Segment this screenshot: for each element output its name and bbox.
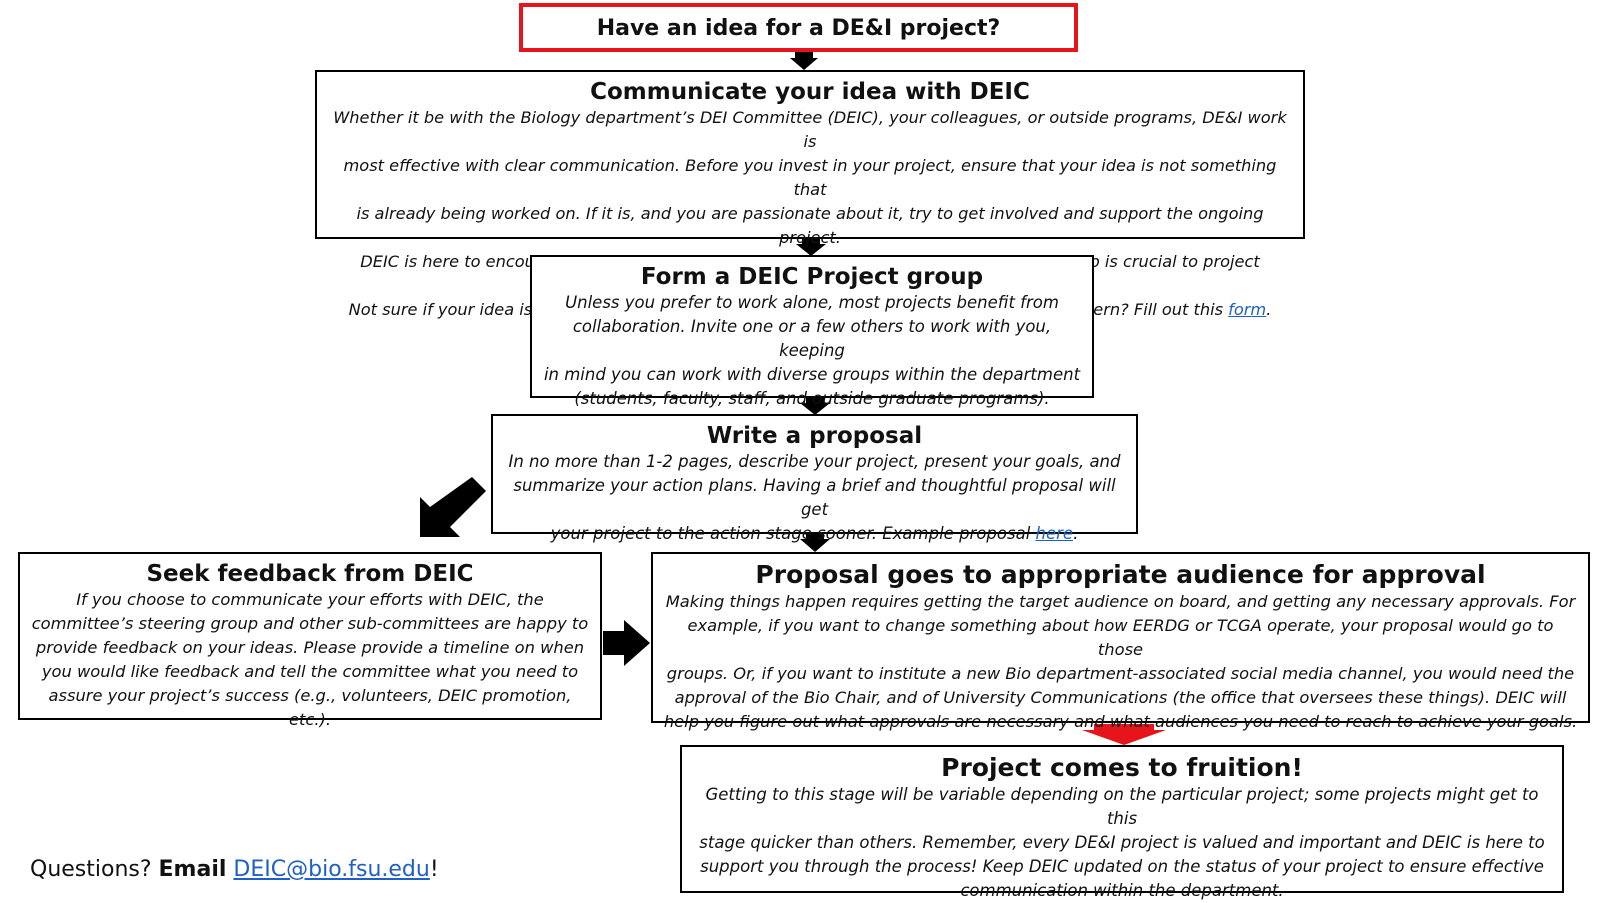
- arrow-proposal-to-feedback: [420, 477, 486, 537]
- text-line: is already being worked on. If it is, an…: [356, 204, 1264, 247]
- text-line: most effective with clear communication.…: [343, 156, 1277, 199]
- text-line: in mind you can work with diverse groups…: [543, 365, 1081, 384]
- text-line: collaboration. Invite one or a few other…: [572, 317, 1052, 360]
- text-line: help you figure out what approvals are n…: [663, 712, 1578, 731]
- step-fruition: Project comes to fruition! Getting to th…: [680, 745, 1564, 900]
- questions-footer: Questions? Email DEIC@bio.fsu.edu!: [30, 857, 439, 882]
- step-seek-feedback: Seek feedback from DEIC If you choose to…: [18, 552, 602, 729]
- footer-bold: Email: [158, 857, 227, 882]
- text-line: groups. Or, if you want to institute a n…: [666, 664, 1575, 683]
- text-line: (students, faculty, staff, and outside g…: [574, 389, 1050, 408]
- step-form-group-text: Unless you prefer to work alone, most pr…: [532, 291, 1092, 411]
- form-link[interactable]: form: [1228, 300, 1267, 319]
- step-have-idea: Have an idea for a DE&I project?: [519, 3, 1078, 52]
- text-line: you would like feedback and tell the com…: [41, 662, 579, 681]
- text-line: example, if you want to change something…: [687, 616, 1554, 659]
- step-approval: Proposal goes to appropriate audience fo…: [651, 552, 1590, 731]
- step-approval-title: Proposal goes to appropriate audience fo…: [755, 560, 1486, 589]
- text-line: Getting to this stage will be variable d…: [705, 785, 1539, 828]
- text-line: provide feedback on your ideas. Please p…: [35, 638, 585, 657]
- text-line: committee’s steering group and other sub…: [31, 614, 589, 633]
- arrow-proposal-to-approval: [800, 534, 830, 552]
- text-line: approval of the Bio Chair, and of Univer…: [674, 688, 1567, 707]
- step-approval-text: Making things happen requires getting th…: [653, 590, 1588, 734]
- footer-prefix: Questions?: [30, 857, 159, 882]
- text-line: assure your project’s success (e.g., vol…: [48, 686, 572, 729]
- text-line: Unless you prefer to work alone, most pr…: [565, 293, 1059, 312]
- step-fruition-text: Getting to this stage will be variable d…: [682, 783, 1562, 903]
- step-have-idea-title: Have an idea for a DE&I project?: [596, 16, 1001, 41]
- step-communicate: Communicate your idea with DEIC Whether …: [315, 70, 1305, 319]
- text-line: Making things happen requires getting th…: [665, 592, 1576, 611]
- step-write-proposal-text: In no more than 1-2 pages, describe your…: [493, 450, 1136, 546]
- text-line: stage quicker than others. Remember, eve…: [699, 833, 1545, 852]
- arrow-feedback-to-approval: [603, 620, 650, 666]
- arrow-approval-to-fruition: [1082, 724, 1166, 745]
- text-line: communication within the department.: [960, 881, 1284, 900]
- arrow-idea-to-communicate: [790, 52, 818, 70]
- text-line-end: .: [1073, 524, 1079, 543]
- arrow-communicate-to-group: [796, 239, 826, 256]
- step-fruition-title: Project comes to fruition!: [941, 753, 1303, 782]
- step-write-proposal-title: Write a proposal: [706, 423, 923, 449]
- text-line-end: .: [1266, 300, 1272, 319]
- text-line: summarize your action plans. Having a br…: [513, 476, 1116, 519]
- text-line: In no more than 1-2 pages, describe your…: [508, 452, 1121, 471]
- step-communicate-title: Communicate your idea with DEIC: [590, 79, 1030, 105]
- text-line: support you through the process! Keep DE…: [700, 857, 1544, 876]
- step-seek-feedback-title: Seek feedback from DEIC: [146, 561, 474, 587]
- example-proposal-link[interactable]: here: [1035, 524, 1074, 543]
- step-write-proposal: Write a proposal In no more than 1-2 pag…: [491, 414, 1138, 543]
- step-seek-feedback-text: If you choose to communicate your effort…: [20, 588, 600, 732]
- email-link[interactable]: DEIC@bio.fsu.edu: [233, 857, 430, 882]
- text-line: If you choose to communicate your effort…: [76, 590, 544, 609]
- text-line: Whether it be with the Biology departmen…: [333, 108, 1287, 151]
- footer-suffix: !: [429, 857, 439, 882]
- arrow-group-to-proposal: [800, 398, 830, 415]
- step-form-group-title: Form a DEIC Project group: [640, 264, 984, 290]
- step-form-group: Form a DEIC Project group Unless you pre…: [530, 255, 1094, 408]
- text-line: your project to the action stage sooner.…: [550, 524, 1036, 543]
